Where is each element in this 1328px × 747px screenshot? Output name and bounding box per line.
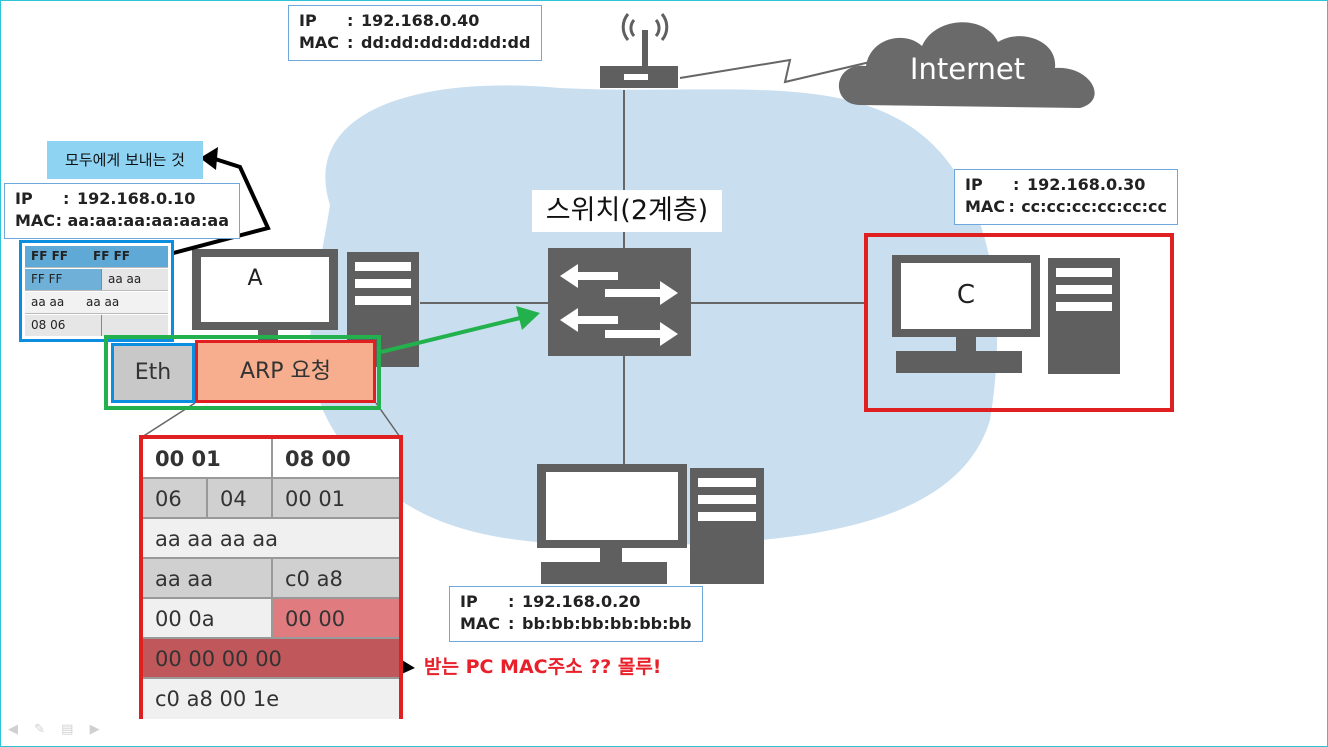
host-b-info-box: IP:192.168.0.20 MAC:bb:bb:bb:bb:bb:bb [449,586,703,642]
mac-key: MAC [965,197,1006,216]
internet-label: Internet [909,52,1026,86]
eth-row-4: 08 06 [25,315,168,336]
ip-key: IP [15,189,33,208]
arp-row-2: 06 04 00 01 [143,479,399,519]
callout-arrow-line [127,156,271,267]
ip-key: IP [460,592,478,611]
frame-highlight [104,335,381,410]
ip-key: IP [965,175,983,194]
pc-c-highlight [864,233,1174,412]
arp-row-7: c0 a8 00 1e [143,679,399,719]
wifi-router-icon [600,13,678,88]
mac-key: MAC [460,614,501,633]
slide-controls[interactable]: ◀ ✎ ▤ ▶ [8,722,106,737]
arp-row-4: aa aa c0 a8 [143,559,399,599]
arp-row-6-target-mac: 00 00 00 00 [143,639,399,679]
arp-row-5: 00 0a 00 00 [143,599,399,639]
callout-arrow-head [200,147,218,170]
host-a-mac: aa:aa:aa:aa:aa:aa [67,211,229,230]
arp-request-block: ARP 요청 [195,340,376,403]
host-c-info-box: IP:192.168.0.30 MAC:cc:cc:cc:cc:cc:cc [954,169,1178,225]
host-a-ip: 192.168.0.10 [77,189,196,208]
eth-row-3: aa aa aa aa [25,292,168,314]
host-a-info-box: IP:192.168.0.10 MAC:aa:aa:aa:aa:aa:aa [4,183,240,239]
green-arrow-head [516,306,540,330]
ethernet-header-table: FF FF FF FF FF FF aa aa aa aa aa aa 08 0… [19,240,174,342]
internet-cloud-icon [838,22,1095,108]
router-ip: 192.168.0.40 [361,11,480,30]
green-arrow-line [380,316,521,354]
mac-key: MAC [15,211,56,230]
arp-row-1: 00 01 08 00 [143,439,399,479]
desktop-pc-icon-c [892,255,1120,374]
host-c-ip: 192.168.0.30 [1027,175,1146,194]
desktop-pc-icon-b [537,464,764,584]
switch-icon [548,248,691,356]
broadcast-callout: 모두에게 보내는 것 [47,141,203,179]
router-info-box: IP:192.168.0.40 MAC:dd:dd:dd:dd:dd:dd [288,5,542,61]
eth-row-1: FF FF FF FF [25,246,168,268]
host-b-mac: bb:bb:bb:bb:bb:bb [522,614,692,633]
link-router-internet [679,58,871,84]
pc-a-label: A [247,266,263,291]
pc-c-label: C [956,280,976,310]
router-mac: dd:dd:dd:dd:dd:dd [361,33,531,52]
eth-block: Eth [111,343,195,403]
host-b-ip: 192.168.0.20 [522,592,641,611]
ip-key: IP [299,11,317,30]
arp-row-3: aa aa aa aa [143,519,399,559]
arp-packet-table: 00 01 08 00 06 04 00 01 aa aa aa aa aa a… [139,435,403,719]
host-c-mac: cc:cc:cc:cc:cc:cc [1021,197,1167,216]
eth-row-2: FF FF aa aa [25,269,168,291]
target-mac-note: 받는 PC MAC주소 ?? 몰루! [424,656,662,678]
mac-key: MAC [299,33,340,52]
switch-title: 스위치(2계층) [532,190,722,232]
